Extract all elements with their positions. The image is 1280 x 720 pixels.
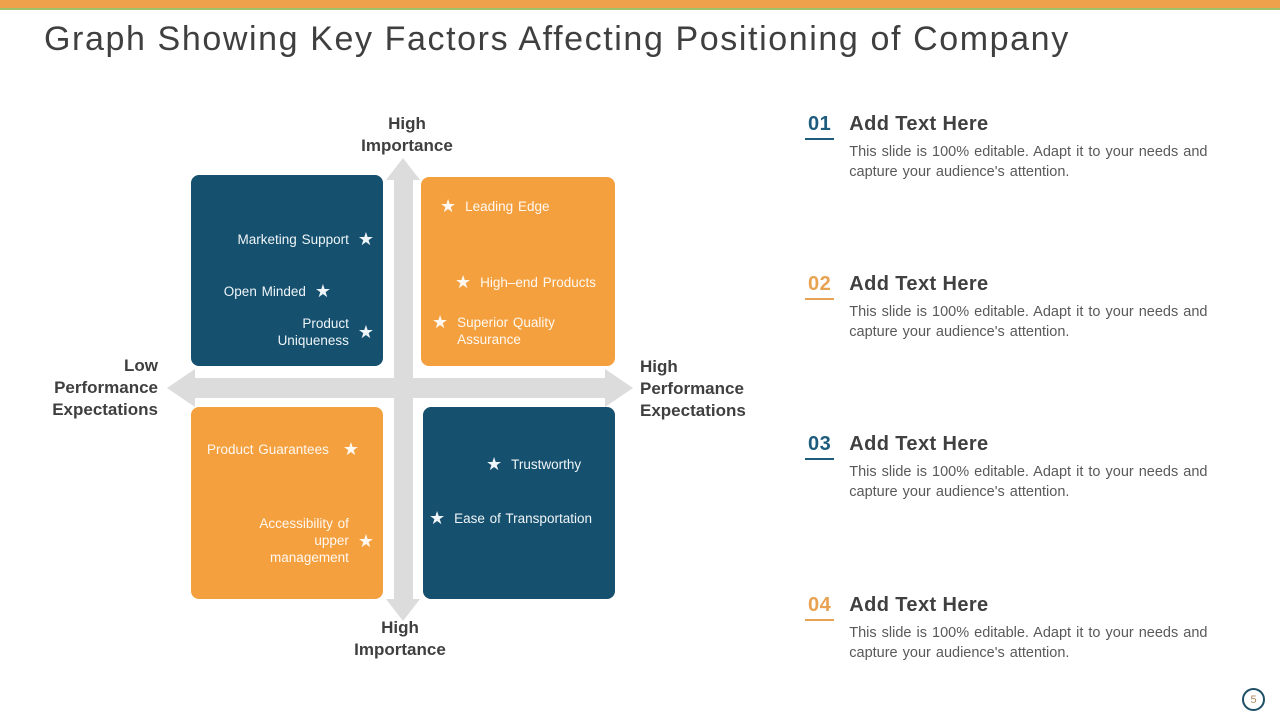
quadrant-label-text: Product Guarantees [207,441,329,457]
item-heading: Add Text Here [849,273,989,295]
star-icon: ★ [342,439,359,459]
item-heading: Add Text Here [849,113,989,135]
item-content: Add Text Here This slide is 100% editabl… [849,433,1247,502]
star-icon: ★ [357,530,374,551]
axis-label-right: High Performance Expectations [640,357,746,421]
quadrant-label: Product Uniqueness ★ [278,315,374,349]
star-icon: ★ [429,508,446,528]
quadrant-label: ★ High–end Products [455,273,596,291]
quadrant-label: ★ Trustworthy [486,455,581,473]
quadrant-top-left-box [191,175,383,366]
axis-label-top: High Importance [361,114,453,156]
quadrant-label-text: Ease of Transportation [454,510,592,526]
text-item-02: 02 Add Text Here This slide is 100% edit… [805,273,1245,342]
arrow-left-icon [167,369,195,407]
item-heading: Add Text Here [849,433,989,455]
page-number-badge: 5 [1242,688,1265,711]
star-icon: ★ [357,322,374,342]
text-item-03: 03 Add Text Here This slide is 100% edit… [805,433,1245,502]
quadrant-label: ★ Ease of Transportation [429,509,592,527]
item-number: 02 [805,273,835,300]
item-content: Add Text Here This slide is 100% editabl… [849,113,1247,182]
star-icon: ★ [486,454,503,474]
item-heading: Add Text Here [849,594,989,616]
star-icon: ★ [455,272,472,292]
top-accent-line [0,8,1280,10]
page-title: Graph Showing Key Factors Affecting Posi… [44,20,1070,58]
item-body: This slide is 100% editable. Adapt it to… [849,464,1208,500]
arrow-down-icon [386,599,420,621]
quadrant-label-text: Accessibility of upper management [259,516,349,565]
quadrant-top-right-box [421,177,615,366]
star-icon: ★ [314,281,331,301]
quadrant-label-text: Marketing Support [237,231,349,247]
arrow-right-icon [605,369,633,407]
arrow-up-icon [386,158,420,180]
quadrant-bottom-left-box [191,407,383,599]
quadrant-bottom-right-box [423,407,615,599]
item-content: Add Text Here This slide is 100% editabl… [849,594,1247,663]
horizontal-axis [195,378,605,398]
item-body: This slide is 100% editable. Adapt it to… [849,144,1208,180]
star-icon: ★ [357,229,374,249]
item-body: This slide is 100% editable. Adapt it to… [849,304,1208,340]
quadrant-label: Marketing Support ★ [238,230,374,248]
item-content: Add Text Here This slide is 100% editabl… [849,273,1247,342]
quadrant-label: Accessibility of upper management ★ [259,515,374,566]
item-number: 03 [805,433,835,460]
text-item-04: 04 Add Text Here This slide is 100% edit… [805,594,1245,663]
quadrant-label: Open Minded ★ [224,282,331,300]
text-item-01: 01 Add Text Here This slide is 100% edit… [805,113,1245,182]
star-icon: ★ [432,312,449,332]
quadrant-label: Product Guarantees ★ [207,440,359,458]
quadrant-label-text: Superior Quality Assurance [457,315,555,347]
quadrant-label-text: Trustworthy [511,456,582,472]
quadrant-label-text: Product Uniqueness [277,316,349,348]
item-number: 04 [805,594,835,621]
item-body: This slide is 100% editable. Adapt it to… [849,625,1208,661]
quadrant-label-text: Open Minded [223,283,306,299]
quadrant-label: ★ Leading Edge [440,197,549,215]
item-number: 01 [805,113,835,140]
page-number: 5 [1250,693,1257,706]
quadrant-label-text: Leading Edge [465,198,550,214]
quadrant-label: ★ Superior Quality Assurance [432,312,555,348]
axis-label-left: Low Performance Expectations [52,356,158,420]
axis-label-bottom: High Importance [354,618,446,660]
top-accent-bar [0,0,1280,8]
star-icon: ★ [440,196,457,216]
quadrant-label-text: High–end Products [480,274,596,290]
